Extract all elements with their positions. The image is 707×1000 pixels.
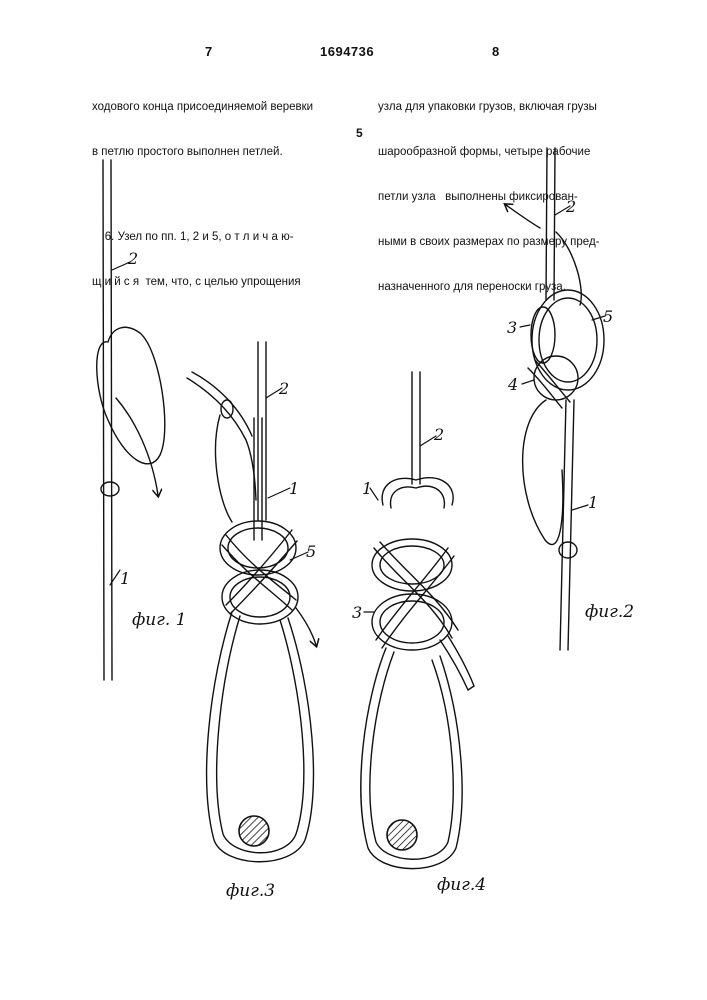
figure-2-drawing bbox=[506, 148, 604, 650]
fig4-label-1: 1 bbox=[362, 479, 372, 498]
fig3-label-1: 1 bbox=[289, 479, 299, 498]
fig1-label-1: 1 bbox=[120, 569, 130, 588]
fig4-label-2: 2 bbox=[433, 425, 444, 444]
fig2-label-2: 2 bbox=[565, 197, 576, 216]
fig3-caption: фиг.3 bbox=[226, 881, 275, 901]
fig2-label-4: 4 bbox=[507, 375, 518, 394]
figure-1-drawing bbox=[97, 160, 165, 680]
fig4-label-3: 3 bbox=[352, 603, 362, 622]
fig1-label-2: 2 bbox=[127, 249, 138, 268]
fig4-caption: фиг.4 bbox=[437, 875, 486, 895]
fig2-label-1: 1 bbox=[588, 493, 598, 512]
fig3-label-2: 2 bbox=[278, 379, 289, 398]
fig3-label-5: 5 bbox=[306, 542, 316, 561]
figure-4-drawing bbox=[361, 372, 474, 869]
figure-3-drawing bbox=[187, 342, 316, 862]
fig2-label-3: 3 bbox=[507, 318, 517, 337]
fig2-caption: фиг.2 bbox=[585, 602, 634, 622]
fig1-caption: фиг. 1 bbox=[132, 610, 186, 630]
fig2-label-5: 5 bbox=[603, 307, 613, 326]
